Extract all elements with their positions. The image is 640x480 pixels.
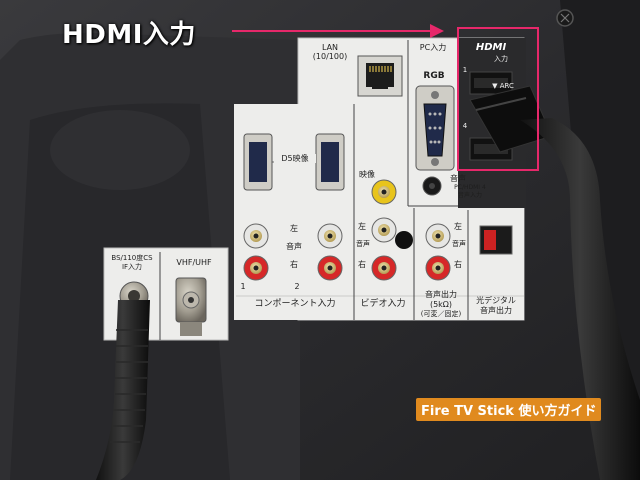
video-right-label: 右 xyxy=(358,260,366,269)
vhf-connector xyxy=(175,277,207,336)
lan-speed-label: (10/100) xyxy=(312,52,348,61)
audio-out-right-label: 右 xyxy=(454,260,462,269)
hdmi-port-1-label: 1 xyxy=(462,66,468,74)
hdmi-input-label: 入力 xyxy=(494,55,508,63)
pc-audio-sub2: 音声入力 xyxy=(457,192,482,199)
component-1-label: 1 xyxy=(240,282,246,291)
pc-input-label: PC入力 xyxy=(419,43,447,52)
optical-line1: 光デジタル xyxy=(476,296,516,305)
rgb-label: RGB xyxy=(423,71,445,81)
component-right-label: 右 xyxy=(290,260,298,269)
component-2-label: 2 xyxy=(294,282,300,291)
video-audio-label: 音声 xyxy=(356,240,370,248)
audio-out-left-label: 左 xyxy=(454,222,462,231)
site-watermark: Fire TV Stick 使い方ガイド xyxy=(416,398,602,421)
hdmi-port-4-label: 4 xyxy=(462,122,468,130)
hdmi-input-callout: HDMI入力 xyxy=(62,20,196,50)
component-rca-jacks xyxy=(243,223,343,281)
hdmi-cable xyxy=(520,118,640,480)
audio-out-line2: (5kΩ) xyxy=(429,300,453,309)
bs-label-line2: IF入力 xyxy=(121,263,143,271)
component-left-label: 左 xyxy=(290,224,298,233)
audio-out-rca-jacks xyxy=(425,223,451,281)
video-label: 映像 xyxy=(359,170,375,179)
video-rca-jacks xyxy=(371,179,397,281)
audio-out-audio-label: 音声 xyxy=(452,240,466,248)
bs-label-line1: BS/110度CS xyxy=(111,254,153,262)
pc-audio-label: 音声 xyxy=(450,174,466,183)
hdmi-highlight-box xyxy=(457,27,539,171)
hdmi-arc-label: ▼ ARC xyxy=(492,82,514,90)
component-audio-label: 音声 xyxy=(286,242,302,251)
component-section-label: コンポーネント入力 xyxy=(254,299,336,309)
optical-line2: 音声出力 xyxy=(480,306,512,315)
lan-label: LAN xyxy=(321,43,339,52)
vhf-label: VHF/UHF xyxy=(176,258,212,267)
audio-out-line3: (可変／固定) xyxy=(420,310,462,318)
video-left-label: 左 xyxy=(358,222,366,231)
audio-out-line1: 音声出力 xyxy=(425,290,457,299)
hdmi-logo: HDMI xyxy=(466,42,516,54)
d5-label: D5映像 xyxy=(274,154,316,163)
video-section-label: ビデオ入力 xyxy=(360,299,406,309)
pc-audio-sub1: PC/HDMI 4 xyxy=(454,184,486,191)
